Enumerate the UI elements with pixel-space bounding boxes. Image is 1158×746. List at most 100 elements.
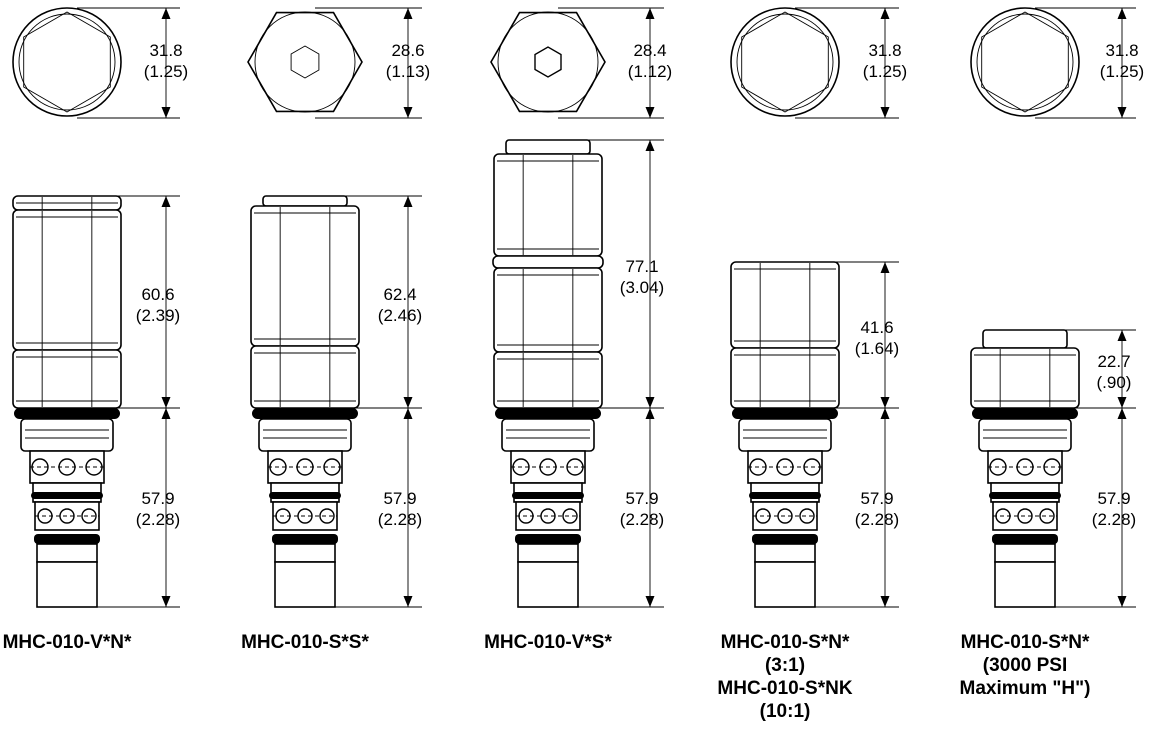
o-ring bbox=[269, 492, 341, 499]
arrowhead bbox=[161, 196, 171, 207]
hex-nut bbox=[12, 195, 122, 211]
cartridge-dimension-inch: (2.28) bbox=[855, 510, 899, 529]
arrowhead bbox=[645, 8, 655, 19]
port-hole bbox=[777, 508, 793, 524]
hex-nut bbox=[250, 345, 360, 409]
hex-outline bbox=[247, 11, 363, 113]
arrowhead bbox=[161, 596, 171, 607]
port-hole bbox=[995, 508, 1011, 524]
model-caption-line: (10:1) bbox=[760, 701, 811, 722]
top-dimension-inch: (2.39) bbox=[136, 306, 180, 325]
hex-dimension-mm: 31.8 bbox=[868, 41, 901, 60]
port-hole bbox=[296, 458, 314, 476]
hex-nut bbox=[493, 153, 603, 257]
o-ring bbox=[34, 534, 100, 544]
port-hole bbox=[275, 508, 291, 524]
top-dimension-inch: (1.64) bbox=[855, 339, 899, 358]
port-hole bbox=[989, 458, 1007, 476]
model-caption-line: MHC-010-S*N* bbox=[961, 632, 1090, 653]
o-ring bbox=[31, 492, 103, 499]
body-section bbox=[20, 418, 114, 452]
cartridge-dimension-inch: (2.28) bbox=[1092, 510, 1136, 529]
arrowhead bbox=[880, 596, 890, 607]
valve-1: 31.8(1.25)60.6(2.39)57.9(2.28)MHC-010-V*… bbox=[3, 7, 188, 653]
arrowhead bbox=[161, 107, 171, 118]
body-section bbox=[36, 543, 98, 563]
arrowhead bbox=[403, 107, 413, 118]
port-hole bbox=[1043, 458, 1061, 476]
nose bbox=[754, 561, 816, 608]
valve-5: 31.8(1.25)22.7(.90)57.9(2.28)MHC-010-S*N… bbox=[960, 7, 1144, 699]
arrowhead bbox=[1117, 596, 1127, 607]
port-hole bbox=[323, 458, 341, 476]
port-hole bbox=[319, 508, 335, 524]
hex-outline bbox=[23, 11, 111, 113]
hex-nut bbox=[12, 349, 122, 409]
body-section bbox=[501, 418, 595, 452]
model-caption-line: Maximum "H") bbox=[960, 678, 1091, 699]
cartridge-body bbox=[252, 408, 358, 608]
port-hole bbox=[81, 508, 97, 524]
o-ring bbox=[512, 492, 584, 499]
body-section bbox=[517, 543, 579, 563]
cartridge-dimension-mm: 57.9 bbox=[383, 489, 416, 508]
outer-circle bbox=[970, 7, 1080, 117]
port-hole bbox=[269, 458, 287, 476]
cartridge-dimension-mm: 57.9 bbox=[860, 489, 893, 508]
arrowhead bbox=[1117, 397, 1127, 408]
model-caption-line: MHC-010-S*N* bbox=[721, 632, 850, 653]
port-hole bbox=[539, 458, 557, 476]
o-ring bbox=[14, 408, 120, 419]
hex-dimension-mm: 28.6 bbox=[391, 41, 424, 60]
nose bbox=[517, 561, 579, 608]
port-hole bbox=[803, 458, 821, 476]
hex-socket bbox=[534, 46, 562, 78]
cartridge-dimension-inch: (2.28) bbox=[136, 510, 180, 529]
port-hole bbox=[512, 458, 530, 476]
arrowhead bbox=[645, 397, 655, 408]
port-hole bbox=[31, 458, 49, 476]
cartridge-dimension-mm: 57.9 bbox=[141, 489, 174, 508]
top-view bbox=[970, 7, 1080, 117]
top-view bbox=[490, 11, 606, 113]
port-hole bbox=[59, 508, 75, 524]
arrowhead bbox=[880, 107, 890, 118]
arrowhead bbox=[880, 8, 890, 19]
outer-circle bbox=[730, 7, 840, 117]
arrowhead bbox=[645, 140, 655, 151]
top-dimension-inch: (2.46) bbox=[378, 306, 422, 325]
cartridge-body bbox=[972, 408, 1078, 608]
hex-dimension-mm: 31.8 bbox=[149, 41, 182, 60]
model-caption-line: MHC-010-S*NK bbox=[717, 678, 852, 699]
hex-nut bbox=[730, 347, 840, 409]
port-band bbox=[267, 450, 343, 484]
arrowhead bbox=[161, 8, 171, 19]
o-ring bbox=[992, 534, 1058, 544]
o-ring bbox=[752, 534, 818, 544]
arrowhead bbox=[403, 8, 413, 19]
hex-outline bbox=[981, 11, 1069, 113]
top-dimension-mm: 60.6 bbox=[141, 285, 174, 304]
top-dimension-mm: 77.1 bbox=[625, 257, 658, 276]
o-ring bbox=[732, 408, 838, 419]
hex-dimension-mm: 28.4 bbox=[633, 41, 666, 60]
body-section bbox=[738, 418, 832, 452]
port-hole bbox=[540, 508, 556, 524]
top-dimension-inch: (3.04) bbox=[620, 278, 664, 297]
port-hole bbox=[1016, 458, 1034, 476]
port-hole bbox=[749, 458, 767, 476]
port-hole bbox=[37, 508, 53, 524]
top-dimension-inch: (.90) bbox=[1097, 373, 1132, 392]
arrowhead bbox=[880, 408, 890, 419]
top-view bbox=[730, 7, 840, 117]
top-dimension-mm: 41.6 bbox=[860, 318, 893, 337]
cartridge-dimension-inch: (2.28) bbox=[378, 510, 422, 529]
hex-dimension-inch: (1.13) bbox=[386, 62, 430, 81]
cap bbox=[505, 139, 591, 155]
o-ring bbox=[972, 408, 1078, 419]
cartridge-dimension-mm: 57.9 bbox=[1097, 489, 1130, 508]
top-dimension-mm: 62.4 bbox=[383, 285, 416, 304]
hex-dimension-inch: (1.25) bbox=[1100, 62, 1144, 81]
arrowhead bbox=[1117, 408, 1127, 419]
o-ring bbox=[272, 534, 338, 544]
